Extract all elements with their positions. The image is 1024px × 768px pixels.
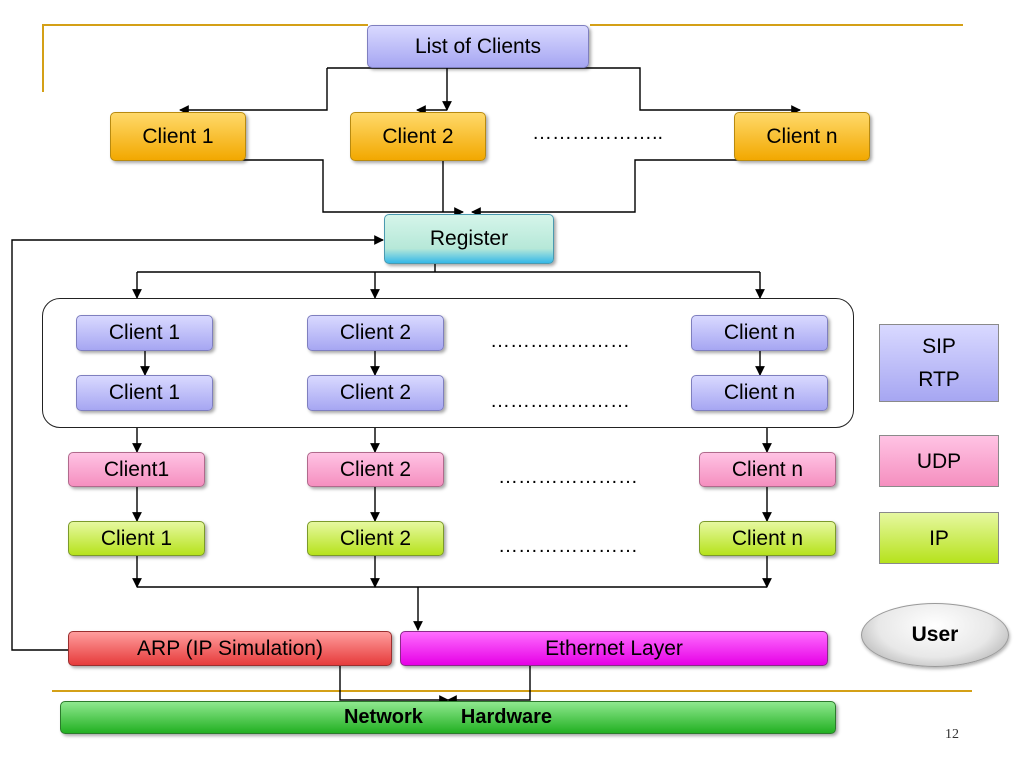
ip-client-n-box: Client n <box>699 521 836 556</box>
client-n-box: Client n <box>734 112 870 161</box>
legend-rtp-label: RTP <box>918 368 960 391</box>
client-1-box: Client 1 <box>110 112 246 161</box>
page-number: 12 <box>945 727 959 742</box>
ip-client-1-box: Client 1 <box>68 521 205 556</box>
ellipsis-sip-row: ………………… <box>490 330 630 352</box>
ip-client-2-box: Client 2 <box>307 521 444 556</box>
rtp-client-2-box: Client 2 <box>307 375 444 411</box>
legend-udp: UDP <box>879 435 999 487</box>
udp-client-n-box: Client n <box>699 452 836 487</box>
legend-udp-label: UDP <box>916 449 962 473</box>
network-hardware-bar: Network Hardware <box>60 701 836 734</box>
sip-client-2-box: Client 2 <box>307 315 444 351</box>
decorative-gold-lines <box>42 24 972 692</box>
ellipsis-row-1: ……………….. <box>532 122 664 144</box>
user-button[interactable]: User <box>861 603 1009 667</box>
legend-ip: IP <box>879 512 999 564</box>
ellipsis-udp-row: ………………… <box>498 466 638 488</box>
arp-box: ARP (IP Simulation) <box>68 631 392 666</box>
list-of-clients-box: List of Clients <box>367 25 589 68</box>
sip-client-1-box: Client 1 <box>76 315 213 351</box>
register-box: Register <box>384 214 554 264</box>
udp-client-1-box: Client1 <box>68 452 205 487</box>
ethernet-layer-box: Ethernet Layer <box>400 631 828 666</box>
legend-sip-rtp: SIP RTP <box>879 324 999 402</box>
ellipsis-rtp-row: ………………… <box>490 390 630 412</box>
legend-sip-label: SIP <box>922 335 956 358</box>
legend-ip-label: IP <box>929 526 949 550</box>
rtp-client-n-box: Client n <box>691 375 828 411</box>
ellipsis-ip-row: ………………… <box>498 535 638 557</box>
rtp-client-1-box: Client 1 <box>76 375 213 411</box>
client-2-box: Client 2 <box>350 112 486 161</box>
udp-client-2-box: Client 2 <box>307 452 444 487</box>
hardware-label: Hardware <box>460 706 553 728</box>
network-label: Network <box>343 706 423 728</box>
sip-rtp-group-frame <box>42 298 854 428</box>
sip-client-n-box: Client n <box>691 315 828 351</box>
